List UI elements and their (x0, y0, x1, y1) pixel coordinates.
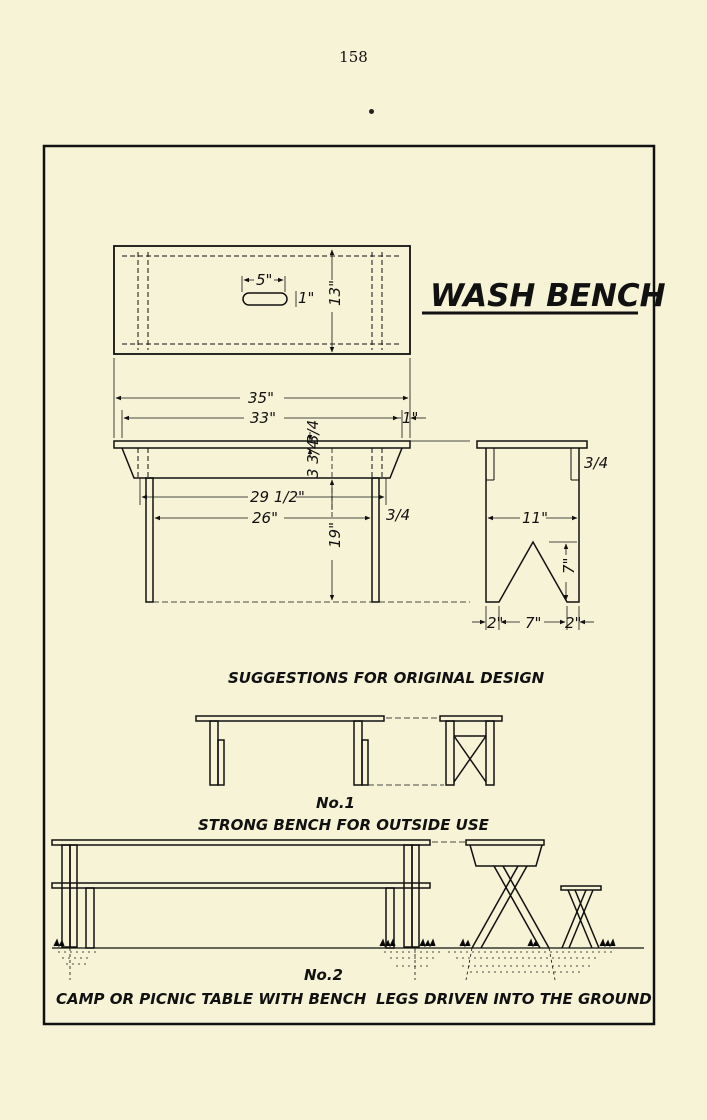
dim-leg-thickness: 3/4 (386, 506, 410, 524)
dim-top-thickness: 3/4 (304, 420, 322, 444)
dim-slot-length: 5" (256, 271, 272, 289)
hand-slot (242, 292, 288, 306)
plate-border (42, 144, 656, 1026)
dim-top-width: 13" (326, 280, 344, 306)
dim-overhang: 1" (402, 409, 418, 427)
dim-height-19: 19" (326, 522, 344, 548)
dim-length-33: 33" (250, 409, 276, 427)
no2-caption-left: CAMP OR PICNIC TABLE WITH BENCH (56, 990, 367, 1008)
dim-end-thickness: 3/4 (584, 454, 608, 472)
no1-bench-drawing (195, 715, 503, 786)
no2-number: No.2 (304, 966, 343, 984)
dim-apron-depth: 3 3/4 (304, 440, 322, 478)
dim-foot-right: 2" (565, 614, 581, 632)
dim-length-35: 35" (248, 389, 274, 407)
no2-table-drawing (51, 839, 602, 949)
no2-caption-right: LEGS DRIVEN INTO THE GROUND (376, 990, 652, 1008)
dim-cutout-height: 7" (560, 558, 578, 574)
no1-caption: STRONG BENCH FOR OUTSIDE USE (198, 816, 490, 834)
dim-cutout-width: 7" (525, 614, 541, 632)
dim-end-width: 11" (522, 509, 548, 527)
stray-dot (369, 109, 374, 114)
no1-number: No.1 (316, 794, 355, 812)
dim-foot-left: 2" (487, 614, 503, 632)
page-number: 158 (339, 48, 368, 66)
plate-title: WASH BENCH (430, 278, 666, 314)
suggestions-heading: SUGGESTIONS FOR ORIGINAL DESIGN (228, 669, 545, 687)
dim-length-29-half: 29 1/2" (250, 488, 305, 506)
end-view (472, 440, 594, 630)
dim-slot-width: 1" (298, 289, 314, 307)
front-view (113, 358, 470, 603)
dim-length-26: 26" (252, 509, 278, 527)
ground (52, 938, 644, 981)
top-view (113, 245, 411, 355)
